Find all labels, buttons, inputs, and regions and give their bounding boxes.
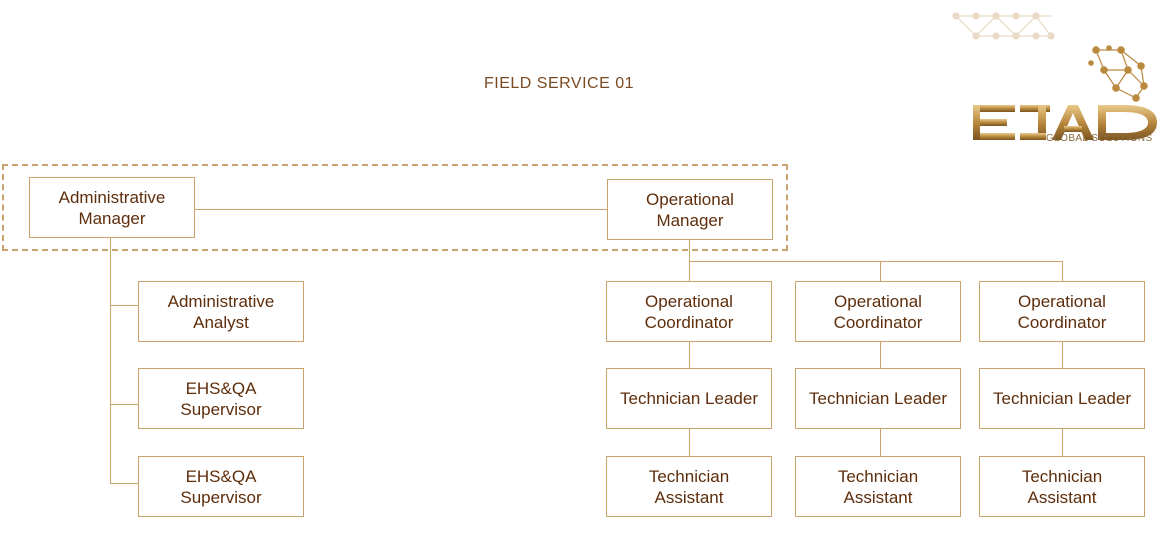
connector-ehs-1 (110, 404, 138, 405)
node-operational-coordinator-3: Operational Coordinator (979, 281, 1145, 342)
connector-op-trunk (689, 238, 690, 282)
node-ehs-qa-supervisor-2: EHS&QA Supervisor (138, 456, 304, 517)
node-technician-leader-1: Technician Leader (606, 368, 772, 429)
connector-col1-leader-assistant (689, 429, 690, 457)
node-technician-leader-2: Technician Leader (795, 368, 961, 429)
connector-op-col2-drop (880, 261, 881, 282)
connector-col3-leader-assistant (1062, 429, 1063, 457)
connector-ehs-2 (110, 483, 138, 484)
node-technician-assistant-3: Technician Assistant (979, 456, 1145, 517)
connector-col3-coord-leader (1062, 342, 1063, 369)
connector-col2-leader-assistant (880, 429, 881, 457)
logo-tagline: GLOBAL SOLUTIONS (1046, 133, 1153, 144)
node-administrative-analyst: Administrative Analyst (138, 281, 304, 342)
connector-col1-coord-leader (689, 342, 690, 369)
connector-op-bus (689, 261, 1062, 262)
ejad-logo (952, 12, 1157, 140)
node-administrative-manager: Administrative Manager (29, 177, 195, 238)
connector-op-col3-drop (1062, 261, 1063, 282)
node-operational-coordinator-1: Operational Coordinator (606, 281, 772, 342)
connector-admin-trunk (110, 238, 111, 483)
chart-title: FIELD SERVICE 01 (484, 75, 634, 92)
node-ehs-qa-supervisor-1: EHS&QA Supervisor (138, 368, 304, 429)
connector-col2-coord-leader (880, 342, 881, 369)
node-technician-leader-3: Technician Leader (979, 368, 1145, 429)
node-technician-assistant-2: Technician Assistant (795, 456, 961, 517)
connector-managers (194, 209, 607, 210)
node-operational-coordinator-2: Operational Coordinator (795, 281, 961, 342)
node-technician-assistant-1: Technician Assistant (606, 456, 772, 517)
network-pattern-faint (952, 12, 1055, 40)
management-group-outline (2, 164, 788, 251)
ejad-wordmark (973, 105, 1157, 140)
connector-admin-analyst (110, 305, 138, 306)
node-operational-manager: Operational Manager (607, 179, 773, 240)
globe-network-icon (1088, 45, 1148, 102)
